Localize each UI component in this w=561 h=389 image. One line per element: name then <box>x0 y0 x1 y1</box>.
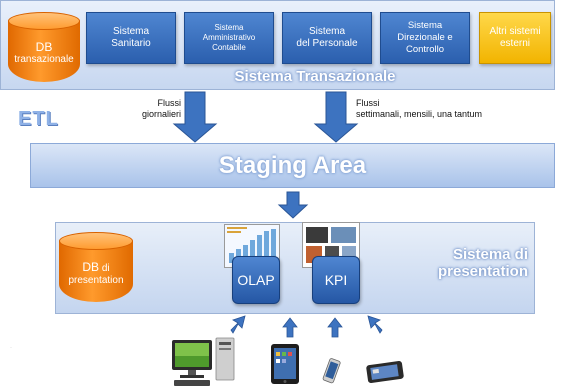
presentation-system-title: Sistema di presentation <box>437 246 528 281</box>
transactional-system-title: Sistema Transazionale <box>234 68 396 85</box>
transactional-db-label-2: transazionale <box>14 54 74 66</box>
olap-tool-box: OLAP <box>232 256 280 304</box>
presentation-db-label-1: DB <box>82 260 100 274</box>
flow-arrow-left <box>172 91 218 143</box>
system-box-sanitario: Sistema Sanitario <box>86 12 176 64</box>
smartphone-icon <box>322 358 341 384</box>
etl-label: ETL <box>18 108 59 130</box>
staging-area-band <box>30 143 555 188</box>
presentation-db-cylinder: DB di presentation <box>59 232 133 302</box>
presentation-db-label-2: presentation <box>68 275 124 286</box>
device-arrow-4 <box>367 315 383 334</box>
small-tablet-icon <box>366 360 404 384</box>
presentation-system-band <box>55 222 535 314</box>
decorative-dot: · <box>10 345 12 351</box>
transactional-db-cylinder: DB transazionale <box>8 12 80 82</box>
device-arrow-3 <box>327 317 343 338</box>
device-arrow-1 <box>230 315 246 334</box>
system-box-amministrativo: Sistema Amministrativo Contabile <box>184 12 274 64</box>
presentation-db-label-1b: di <box>99 263 110 274</box>
flow-arrow-right <box>313 91 359 143</box>
system-box-personale: Sistema del Personale <box>282 12 372 64</box>
transactional-db-label-1: DB <box>35 40 53 54</box>
flow-label-daily: Flussi giornalieri <box>141 98 181 119</box>
flow-label-periodic: Flussi settimanali, mensili, una tantum <box>356 98 483 119</box>
staging-to-presentation-arrow <box>277 191 309 219</box>
tablet-icon <box>271 344 299 384</box>
system-box-direzionale: Sistema Direzionale e Controllo <box>380 12 470 64</box>
kpi-tool-box: KPI <box>312 256 360 304</box>
system-box-esterni: Altri sistemi esterni <box>479 12 551 64</box>
desktop-computer-icon <box>172 337 235 386</box>
staging-area-title: Staging Area <box>218 152 367 179</box>
device-arrow-2 <box>282 317 298 338</box>
